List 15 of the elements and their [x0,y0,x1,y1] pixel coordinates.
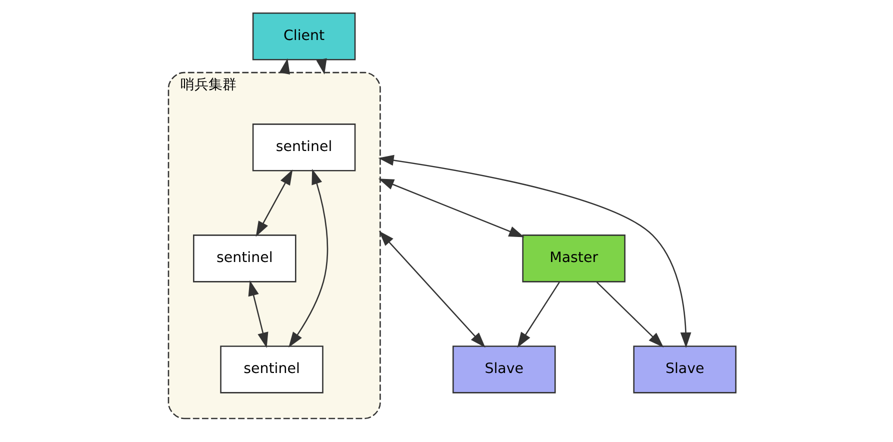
arrow [255,169,292,237]
arrow [248,280,268,348]
arrow [378,178,524,238]
arrow [516,282,560,348]
node-box: sentinel [252,124,356,172]
arrow [378,230,485,348]
arrow [278,58,290,74]
node-box: Slave [452,346,556,394]
node-box: Master [522,234,625,282]
node-box: Slave [632,346,736,394]
arrow [288,168,328,348]
node-box: sentinel [192,234,296,282]
node-box: sentinel [220,346,323,394]
arrow [378,154,691,348]
arrow [596,282,664,348]
